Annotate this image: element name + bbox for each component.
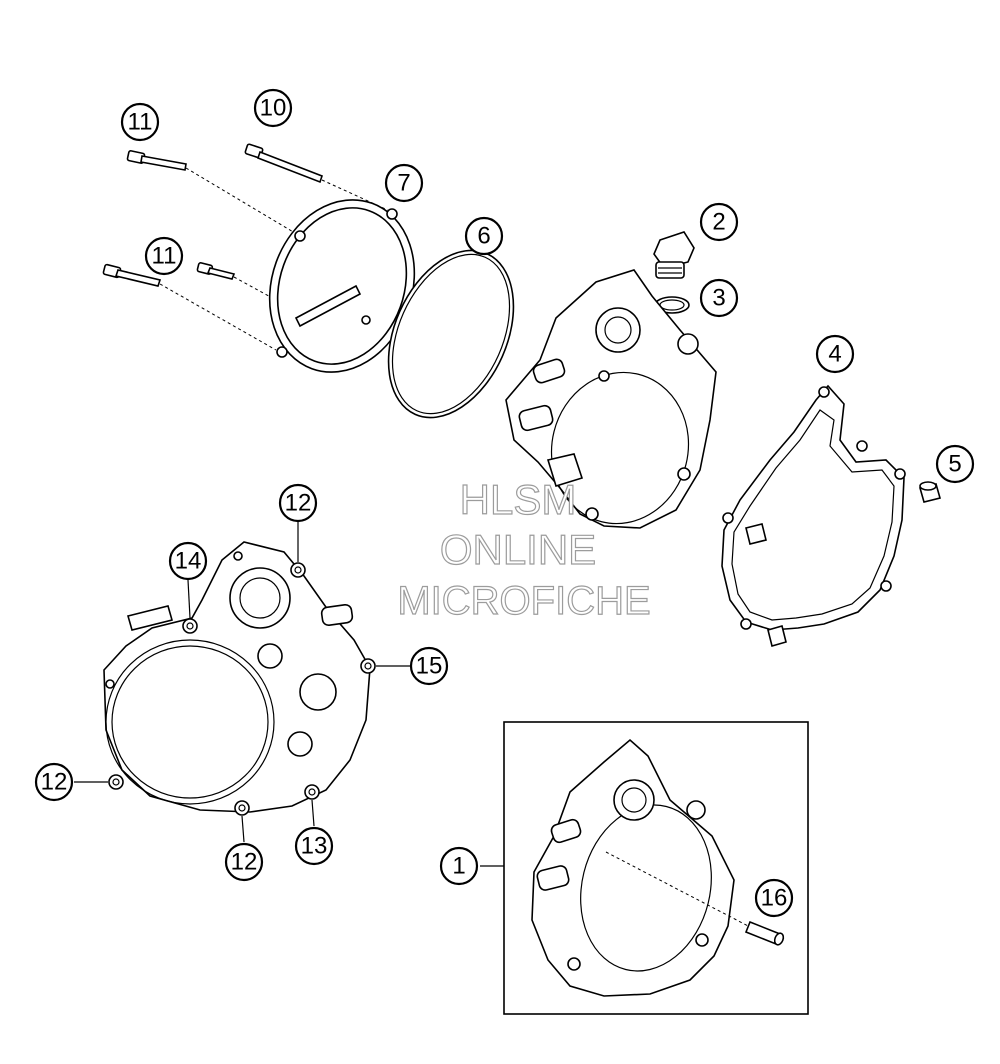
svg-text:13: 13 <box>301 833 328 860</box>
svg-text:12: 12 <box>231 849 258 876</box>
watermark-line-1: HLSM <box>460 476 577 523</box>
svg-text:10: 10 <box>260 95 287 122</box>
callout-4: 4 <box>815 334 855 374</box>
callout-12-top: 12 <box>278 483 318 523</box>
callout-5: 5 <box>935 444 975 484</box>
svg-text:5: 5 <box>948 451 961 478</box>
callout-15: 15 <box>409 646 449 686</box>
callout-6: 6 <box>464 216 504 256</box>
callout-13: 13 <box>294 826 334 866</box>
callout-14: 14 <box>168 541 208 581</box>
dowel-5 <box>919 481 941 503</box>
watermark-line-2: ONLINE <box>440 526 596 573</box>
callout-3: 3 <box>699 278 739 318</box>
callout-12-left: 12 <box>34 762 74 802</box>
inset-box-1 <box>480 721 809 1015</box>
svg-text:11: 11 <box>128 109 153 136</box>
svg-text:16: 16 <box>761 885 788 912</box>
engine-cover-lower-left <box>103 541 371 813</box>
callout-7: 7 <box>384 163 424 203</box>
oil-plug-2 <box>653 231 695 279</box>
callout-leaders <box>74 522 410 843</box>
svg-text:6: 6 <box>477 223 490 250</box>
svg-text:12: 12 <box>285 490 312 517</box>
bolt-11-lower <box>102 262 277 351</box>
gasket-4 <box>721 384 906 631</box>
callout-10: 10 <box>253 88 293 128</box>
watermark-line-3: MICROFICHE <box>397 579 650 623</box>
callout-12-bottom: 12 <box>224 842 264 882</box>
svg-text:7: 7 <box>397 170 410 197</box>
svg-text:14: 14 <box>175 548 202 575</box>
watermark: HLSM ONLINE MICROFICHE <box>397 475 652 623</box>
callout-2: 2 <box>699 202 739 242</box>
callout-11-lower: 11 <box>144 236 184 276</box>
bolt-11-upper <box>126 150 301 237</box>
dowel-pins-gasket <box>745 523 787 647</box>
callout-11-upper: 11 <box>120 102 160 142</box>
callout-1: 1 <box>439 846 479 886</box>
cover-ring-7 <box>268 199 416 373</box>
svg-text:1: 1 <box>452 853 465 880</box>
svg-text:11: 11 <box>152 243 177 270</box>
callout-16: 16 <box>754 878 794 918</box>
svg-text:15: 15 <box>416 653 443 680</box>
bolt-10 <box>244 143 393 213</box>
svg-text:3: 3 <box>712 285 725 312</box>
svg-text:2: 2 <box>712 209 725 236</box>
cover-nuts <box>108 562 376 816</box>
svg-text:12: 12 <box>41 769 68 796</box>
svg-text:4: 4 <box>828 341 841 368</box>
engine-cover-upper <box>505 269 717 529</box>
